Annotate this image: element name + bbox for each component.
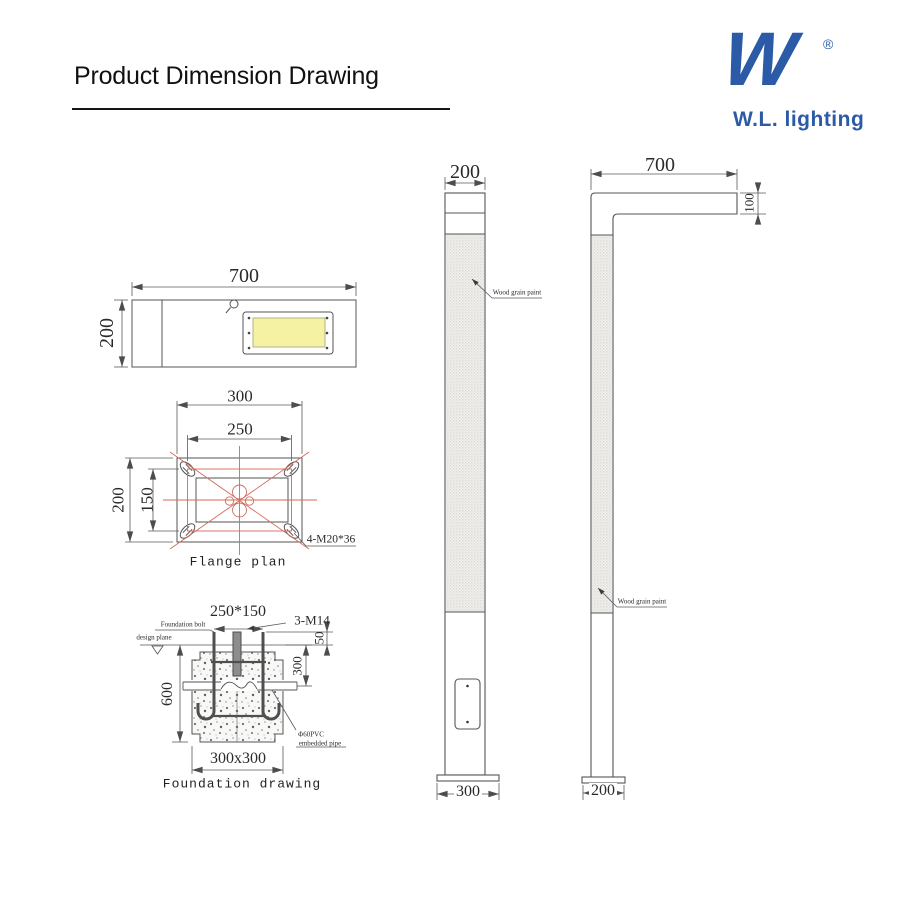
dim-side-base-width: 200 — [589, 782, 617, 799]
foundation-drawing — [140, 621, 346, 774]
dim-foundation-pipe-depth: 300 — [289, 656, 305, 676]
dim-flange-outer-height: 200 — [108, 487, 128, 513]
foundation-caption: Foundation drawing — [162, 776, 322, 792]
registered-trademark-icon: ® — [823, 36, 834, 52]
wood-grain-label-side: Wood grain paint — [617, 597, 667, 606]
dim-lamp-depth: 200 — [96, 318, 118, 348]
dim-pole-base-width: 300 — [454, 783, 482, 800]
dim-arm-height: 100 — [741, 193, 757, 213]
pvc-pipe-label-line2: embedded pipe — [298, 739, 342, 748]
flange-caption: Flange plan — [189, 554, 287, 570]
dim-flange-bolt-height: 150 — [137, 487, 157, 513]
flange-centerlines — [163, 446, 317, 555]
dim-pole-top-width: 200 — [450, 161, 480, 183]
magnifier-icon — [225, 299, 239, 314]
dim-flange-bolt-width: 250 — [227, 419, 253, 439]
flange-plan — [125, 401, 356, 555]
dim-lamp-width: 700 — [229, 265, 259, 287]
wood-grain-label-front: Wood grain paint — [492, 288, 542, 297]
dim-arm-length: 700 — [645, 154, 675, 176]
brand-name: W.L. lighting — [733, 108, 865, 131]
dim-foundation-bolt-spacing: 250*150 — [210, 603, 266, 620]
design-plane-label: design plane — [136, 633, 172, 642]
foundation-anchor-note: 3-M14 — [294, 612, 330, 628]
dim-foundation-depth: 600 — [159, 682, 176, 706]
title-underline — [72, 108, 450, 110]
page-title: Product Dimension Drawing — [74, 62, 379, 90]
flange-bolt-note: 4-M20*36 — [306, 533, 356, 546]
foundation-bolt-label: Foundation bolt — [160, 620, 206, 629]
pvc-pipe-label-line1: Φ60PVC — [298, 730, 324, 739]
dim-flange-outer-width: 300 — [227, 386, 253, 406]
dim-foundation-base: 300x300 — [210, 750, 266, 767]
pole-side-view — [581, 169, 766, 800]
lamp-head-top-view — [114, 282, 357, 368]
pole-front-view — [436, 177, 542, 800]
panel-screws — [247, 316, 329, 350]
dim-foundation-protrusion: 50 — [311, 631, 327, 645]
